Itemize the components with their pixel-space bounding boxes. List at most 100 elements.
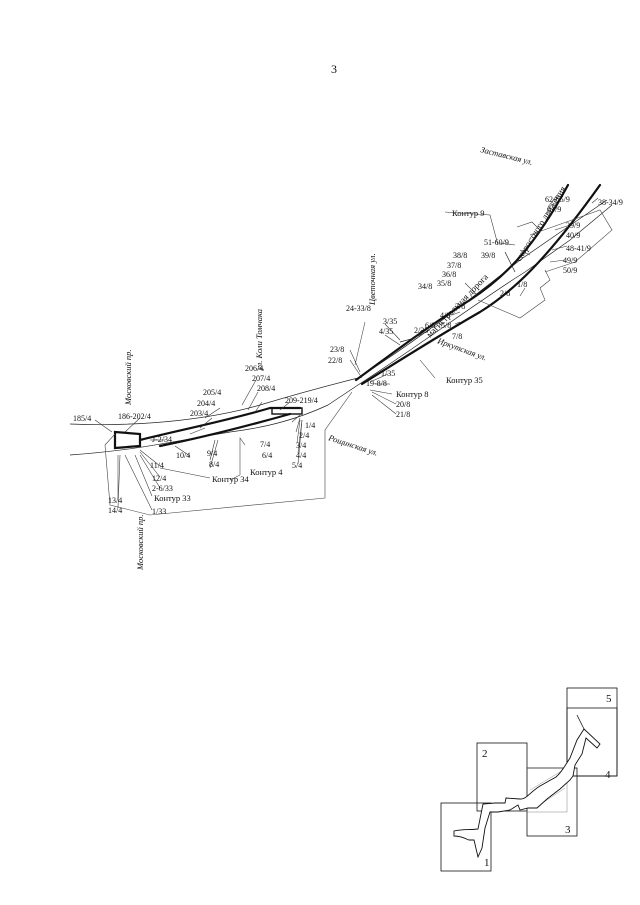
label: 37/8 bbox=[447, 261, 461, 270]
label: 6/8 bbox=[425, 321, 435, 330]
label: 22/8 bbox=[328, 356, 342, 365]
label: 49/9 bbox=[563, 256, 577, 265]
page-number: 3 bbox=[331, 62, 337, 76]
label: 3/8 bbox=[455, 302, 465, 311]
lower-edge-line bbox=[69, 204, 613, 456]
label: 7/8 bbox=[452, 332, 462, 341]
label: 39/9 bbox=[566, 221, 580, 230]
road-lines bbox=[69, 183, 613, 456]
label: 206/4 bbox=[245, 364, 263, 373]
parcel-labels: 62-65/9 61/9 38-34/9 51-60/9 39/8 39/9 4… bbox=[73, 195, 623, 516]
sheet-number-5: 5 bbox=[606, 693, 612, 705]
street-tsvetochnaya: Цветочная ул. bbox=[367, 253, 377, 306]
label: 4/8 bbox=[440, 311, 450, 320]
sheet-index-map: 1 2 3 4 5 bbox=[440, 687, 618, 872]
label: 39/8 bbox=[481, 251, 495, 260]
label: 2/8 bbox=[500, 289, 510, 298]
street-moskovsky-top: Московский пр. bbox=[123, 350, 133, 406]
label: 61/9 bbox=[547, 205, 561, 214]
label: 209-219/4 bbox=[285, 396, 318, 405]
label: 5/8 bbox=[441, 321, 451, 330]
label: 10/4 bbox=[176, 451, 190, 460]
label: 2/4 bbox=[299, 431, 309, 440]
contour-labels: Контур 9 Контур 35 Контур 8 Контур 4 Кон… bbox=[154, 208, 485, 503]
main-track-west-lower bbox=[158, 412, 292, 448]
label: 208/4 bbox=[257, 384, 275, 393]
label: 2/35 bbox=[414, 326, 428, 335]
label: 62-65/9 bbox=[545, 195, 570, 204]
street-zastavskaya: Заставская ул. bbox=[480, 144, 534, 167]
label: 7/4 bbox=[260, 440, 270, 449]
label: 20/8 bbox=[396, 400, 410, 409]
label: 36/8 bbox=[442, 270, 456, 279]
label: 1/33 bbox=[152, 507, 166, 516]
upper-edge-line bbox=[69, 199, 608, 425]
sheet-number-4: 4 bbox=[605, 769, 611, 781]
main-track-east-lower bbox=[360, 183, 602, 386]
sheet-frame-5 bbox=[566, 687, 618, 777]
label: 14/4 bbox=[108, 506, 122, 515]
label: 34/8 bbox=[418, 282, 432, 291]
label: 4/4 bbox=[296, 451, 306, 460]
label: 40/9 bbox=[566, 231, 580, 240]
label: 21/8 bbox=[396, 410, 410, 419]
label: 207/4 bbox=[252, 374, 270, 383]
street-koli-tomchaka: ул. Коли Томчака bbox=[254, 309, 264, 371]
label: 38/8 bbox=[453, 251, 467, 260]
contour-4-label: Контур 4 bbox=[250, 467, 283, 477]
moskovsky-junction bbox=[113, 430, 142, 450]
label: 12/4 bbox=[152, 474, 166, 483]
main-track-west bbox=[138, 406, 302, 442]
leader-lines bbox=[94, 194, 599, 511]
label: 38-34/9 bbox=[598, 198, 623, 207]
label: 23/8 bbox=[330, 345, 344, 354]
contour-9-outline bbox=[529, 209, 613, 273]
label: 1/35 bbox=[381, 369, 395, 378]
contour-outlines bbox=[104, 209, 613, 516]
label: 2-6/33 bbox=[152, 484, 173, 493]
connector-a bbox=[399, 329, 423, 343]
street-roshchinskaya: Рощинская ул. bbox=[326, 432, 379, 458]
route-outline-north bbox=[576, 714, 585, 730]
label: J-2/34 bbox=[152, 435, 172, 444]
contour-33-label: Контур 33 bbox=[154, 493, 191, 503]
label: 5/4 bbox=[292, 461, 302, 470]
contour-33-outline bbox=[104, 391, 353, 516]
contour-35-label: Контур 35 bbox=[446, 375, 483, 385]
label: 1/4 bbox=[305, 421, 315, 430]
label: 204/4 bbox=[197, 399, 215, 408]
label: 24-33/8 bbox=[346, 304, 371, 313]
sheet-number-1: 1 bbox=[484, 857, 490, 869]
rail-marker bbox=[271, 407, 303, 415]
label: 50/9 bbox=[563, 266, 577, 275]
label: 6/4 bbox=[262, 451, 272, 460]
label: 4/35 bbox=[379, 327, 393, 336]
sheet-frame-1 bbox=[440, 802, 492, 872]
main-track-east-upper bbox=[354, 183, 570, 382]
label: 203/4 bbox=[190, 409, 208, 418]
label: 8/4 bbox=[209, 460, 219, 469]
sheet-number-2: 2 bbox=[482, 748, 488, 760]
contour-8-label: Контур 8 bbox=[396, 389, 429, 399]
contour-34-label: Контур 34 bbox=[212, 474, 250, 484]
label: 13/4 bbox=[108, 496, 122, 505]
street-labels: Заставская ул. Цветочная ул. ул. Коли То… bbox=[123, 144, 568, 571]
label: 186-202/4 bbox=[118, 412, 151, 421]
street-moskovsky-bottom: Московский пр. bbox=[135, 515, 145, 571]
label: 3/4 bbox=[296, 441, 306, 450]
route-outline bbox=[453, 728, 601, 859]
label: 48-41/9 bbox=[566, 244, 591, 253]
label: 1/8 bbox=[517, 280, 527, 289]
label: 19-8/8 bbox=[366, 379, 387, 388]
label: 3/35 bbox=[383, 317, 397, 326]
contour-9-label: Контур 9 bbox=[452, 208, 485, 218]
contour-8-outline bbox=[477, 269, 551, 319]
label: 35/8 bbox=[437, 279, 451, 288]
label: 9/4 bbox=[207, 449, 217, 458]
sheet-number-3: 3 bbox=[565, 824, 571, 836]
label: 185/4 bbox=[73, 414, 91, 423]
label: 51-60/9 bbox=[484, 238, 509, 247]
connector-b bbox=[504, 251, 516, 273]
label: 205/4 bbox=[203, 388, 221, 397]
